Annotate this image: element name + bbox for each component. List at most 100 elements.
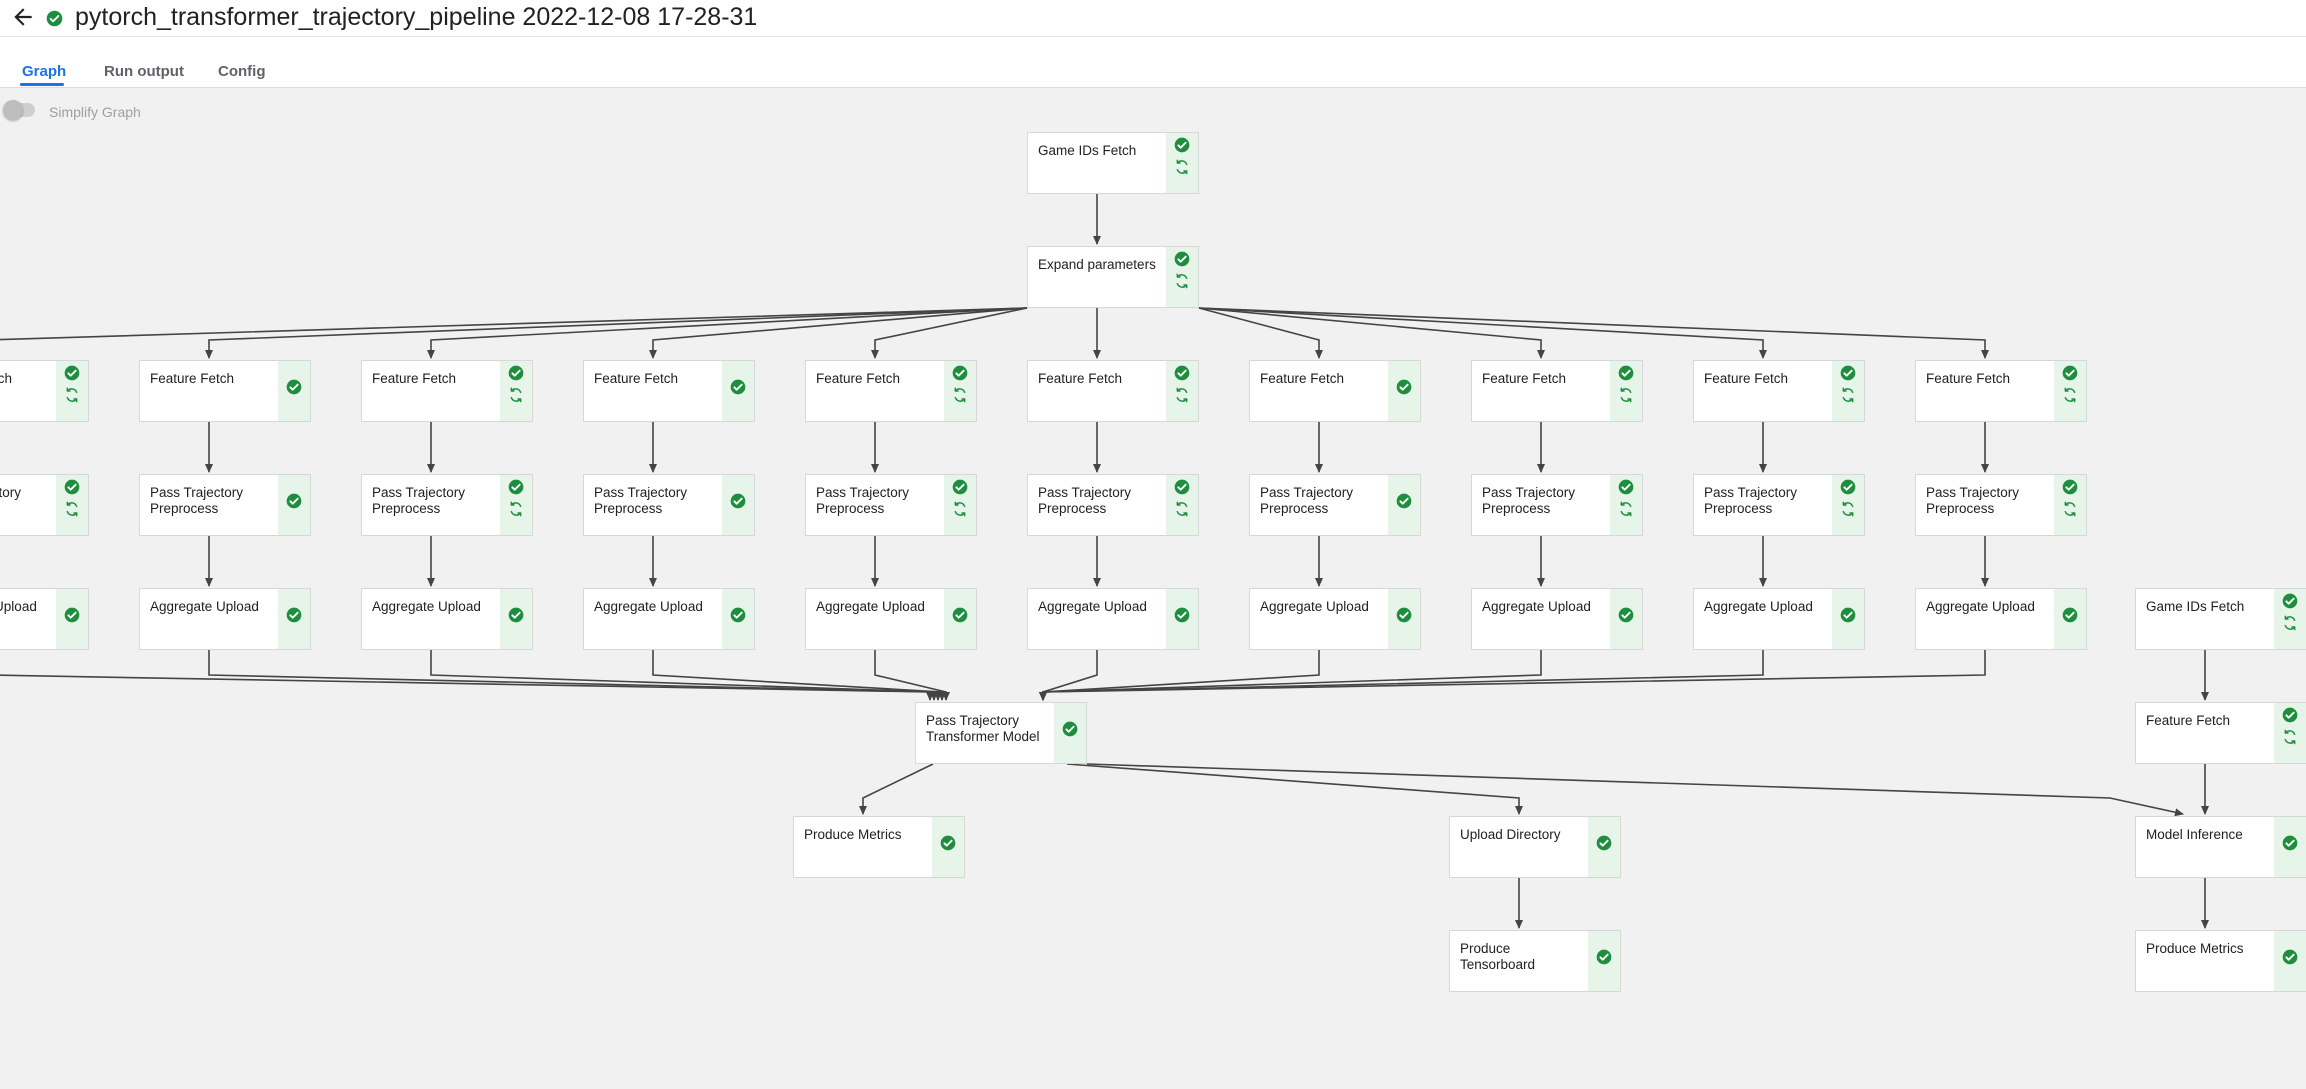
node-label: Game IDs Fetch xyxy=(2146,599,2245,614)
tab-run-output[interactable]: Run output xyxy=(104,63,184,80)
graph-node-ff0[interactable]: Feature Fetch xyxy=(0,360,89,422)
graph-edge xyxy=(1039,650,1764,701)
node-label: Feature Fetch xyxy=(1038,371,1123,386)
node-status-panel xyxy=(500,589,532,649)
cached-refresh-icon xyxy=(2062,501,2078,522)
graph-node-au2[interactable]: Aggregate Upload xyxy=(361,588,533,650)
graph-node-pt1[interactable]: Pass Trajectory Preprocess xyxy=(139,474,311,536)
graph-node-au5[interactable]: Aggregate Upload xyxy=(1027,588,1199,650)
graph-node-metrics_r[interactable]: Produce Metrics xyxy=(2135,930,2306,992)
node-status-panel xyxy=(2054,475,2086,535)
node-status-panel xyxy=(1166,247,1198,307)
node-status-panel xyxy=(1610,475,1642,535)
graph-node-pt7[interactable]: Pass Trajectory Preprocess xyxy=(1471,474,1643,536)
node-label: Pass Trajectory Preprocess xyxy=(150,485,244,516)
check-circle-icon xyxy=(1840,479,1856,500)
graph-node-au1[interactable]: Aggregate Upload xyxy=(139,588,311,650)
node-status-panel xyxy=(722,361,754,421)
graph-edge xyxy=(0,674,934,701)
node-label: Game IDs Fetch xyxy=(1038,143,1137,158)
graph-node-ff7[interactable]: Feature Fetch xyxy=(1471,360,1643,422)
toggle-knob[interactable] xyxy=(3,100,23,120)
node-label: Feature Fetch xyxy=(594,371,679,386)
node-status-panel xyxy=(278,361,310,421)
check-circle-icon xyxy=(940,835,956,856)
graph-node-au3[interactable]: Aggregate Upload xyxy=(583,588,755,650)
node-label: Aggregate Upload xyxy=(0,599,37,614)
graph-node-ff9[interactable]: Feature Fetch xyxy=(1915,360,2087,422)
graph-node-ff2[interactable]: Feature Fetch xyxy=(361,360,533,422)
node-label: Feature Fetch xyxy=(2146,713,2231,728)
graph-edge xyxy=(1039,650,1986,701)
page-title: pytorch_transformer_trajectory_pipeline … xyxy=(75,3,758,31)
cached-refresh-icon xyxy=(2282,729,2298,750)
graph-node-ff3[interactable]: Feature Fetch xyxy=(583,360,755,422)
check-circle-icon xyxy=(286,607,302,628)
graph-node-pt5[interactable]: Pass Trajectory Preprocess xyxy=(1027,474,1199,536)
cached-refresh-icon xyxy=(1618,501,1634,522)
node-label: Pass Trajectory Preprocess xyxy=(0,485,22,500)
graph-node-pt8[interactable]: Pass Trajectory Preprocess xyxy=(1693,474,1865,536)
graph-node-metrics[interactable]: Produce Metrics xyxy=(793,816,965,878)
arrow-left-icon[interactable] xyxy=(10,4,36,30)
check-circle-icon xyxy=(730,379,746,400)
cached-refresh-icon xyxy=(1174,273,1190,294)
node-label: Aggregate Upload xyxy=(594,599,703,614)
graph-node-model[interactable]: Pass Trajectory Transformer Model xyxy=(915,702,1087,764)
graph-edge xyxy=(0,307,1028,341)
graph-node-au9[interactable]: Aggregate Upload xyxy=(1915,588,2087,650)
graph-edge xyxy=(649,307,1028,359)
node-label: Pass Trajectory Preprocess xyxy=(594,485,688,516)
graph-node-ff1[interactable]: Feature Fetch xyxy=(139,360,311,422)
check-circle-icon xyxy=(2062,607,2078,628)
graph-node-au6[interactable]: Aggregate Upload xyxy=(1249,588,1421,650)
check-circle-icon xyxy=(1174,365,1190,386)
graph-node-ff5[interactable]: Feature Fetch xyxy=(1027,360,1199,422)
node-status-panel xyxy=(2054,361,2086,421)
node-status-panel xyxy=(2274,589,2306,649)
tab-config[interactable]: Config xyxy=(218,63,266,80)
check-circle-icon xyxy=(1174,251,1190,272)
node-label: Aggregate Upload xyxy=(150,599,259,614)
graph-node-ff6[interactable]: Feature Fetch xyxy=(1249,360,1421,422)
graph-node-ff4[interactable]: Feature Fetch xyxy=(805,360,977,422)
graph-node-pt9[interactable]: Pass Trajectory Preprocess xyxy=(1915,474,2087,536)
graph-node-infer_r[interactable]: Model Inference xyxy=(2135,816,2306,878)
check-circle-icon xyxy=(1618,607,1634,628)
tab-bar: Graph Run output Config xyxy=(0,37,2306,88)
graph-node-upload_dir[interactable]: Upload Directory xyxy=(1449,816,1621,878)
check-circle-icon xyxy=(2062,365,2078,386)
graph-node-pt2[interactable]: Pass Trajectory Preprocess xyxy=(361,474,533,536)
graph-node-ff_r[interactable]: Feature Fetch xyxy=(2135,702,2306,764)
graph-node-au4[interactable]: Aggregate Upload xyxy=(805,588,977,650)
graph-node-au0[interactable]: Aggregate Upload xyxy=(0,588,89,650)
node-status-panel xyxy=(56,475,88,535)
check-circle-icon xyxy=(46,10,63,27)
graph-node-expand[interactable]: Expand parameters xyxy=(1027,246,1199,308)
page-header: pytorch_transformer_trajectory_pipeline … xyxy=(0,0,2306,37)
graph-node-pt3[interactable]: Pass Trajectory Preprocess xyxy=(583,474,755,536)
node-status-panel xyxy=(1166,133,1198,193)
cached-refresh-icon xyxy=(1840,501,1856,522)
graph-node-pt0[interactable]: Pass Trajectory Preprocess xyxy=(0,474,89,536)
tab-graph[interactable]: Graph xyxy=(22,63,67,80)
graph-node-ff8[interactable]: Feature Fetch xyxy=(1693,360,1865,422)
node-status-panel xyxy=(1166,589,1198,649)
check-circle-icon xyxy=(2282,835,2298,856)
graph-node-pt4[interactable]: Pass Trajectory Preprocess xyxy=(805,474,977,536)
node-label: Feature Fetch xyxy=(1482,371,1567,386)
graph-node-au8[interactable]: Aggregate Upload xyxy=(1693,588,1865,650)
graph-node-gid_r[interactable]: Game IDs Fetch xyxy=(2135,588,2306,650)
graph-node-au7[interactable]: Aggregate Upload xyxy=(1471,588,1643,650)
node-status-panel xyxy=(56,361,88,421)
graph-edge xyxy=(859,763,934,815)
graph-node-pt6[interactable]: Pass Trajectory Preprocess xyxy=(1249,474,1421,536)
simplify-graph-toggle[interactable] xyxy=(3,100,35,120)
cached-refresh-icon xyxy=(2282,615,2298,636)
check-circle-icon xyxy=(1396,607,1412,628)
graph-node-gid_top[interactable]: Game IDs Fetch xyxy=(1027,132,1199,194)
node-status-panel xyxy=(944,361,976,421)
cached-refresh-icon xyxy=(64,387,80,408)
graph-node-tensorboard[interactable]: Produce Tensorboard xyxy=(1449,930,1621,992)
